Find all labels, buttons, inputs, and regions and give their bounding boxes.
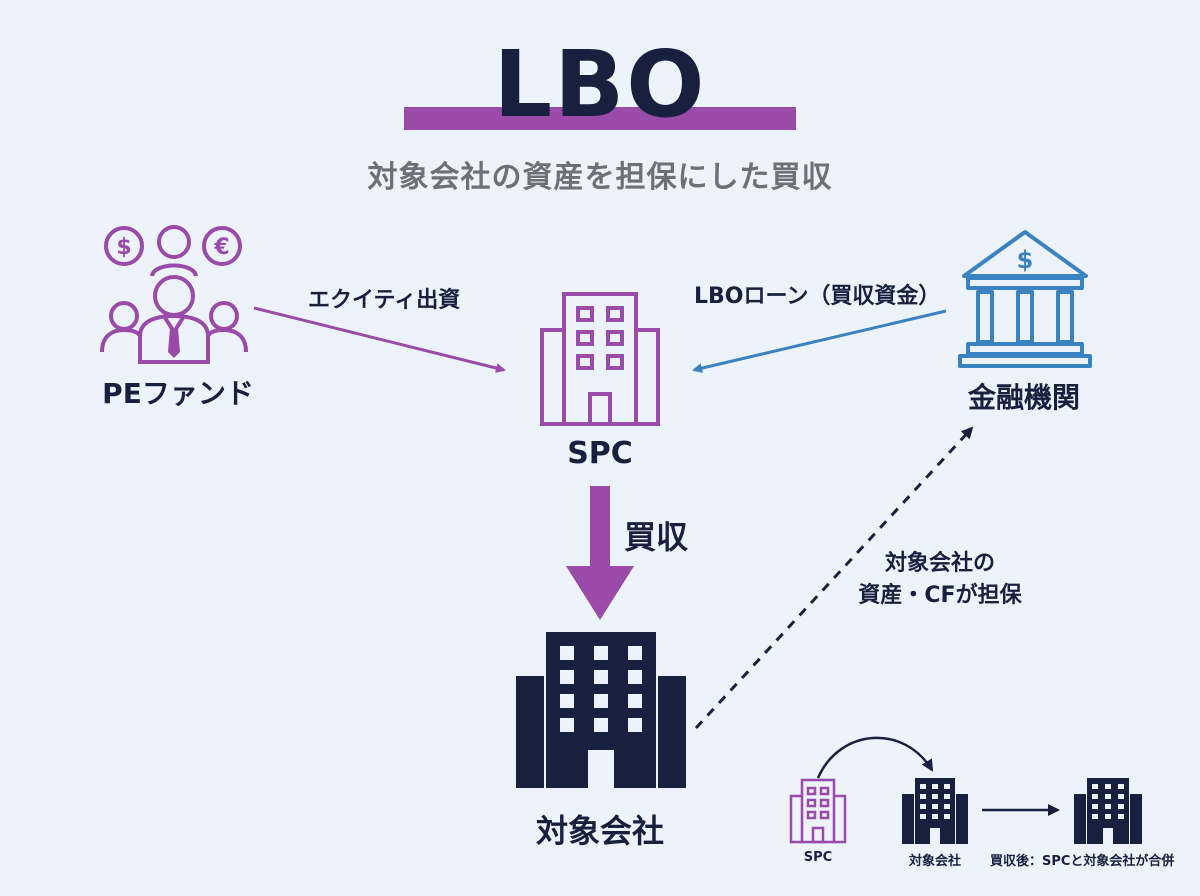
mini-target-icon (902, 778, 968, 844)
svg-text:$: $ (116, 235, 131, 260)
spc-label: SPC (567, 436, 633, 471)
pe-fund-label: PEファンド (102, 377, 254, 410)
svg-text:€: € (213, 235, 229, 260)
mini-merged-icon (1074, 778, 1142, 844)
target-label: 対象会社 (535, 812, 664, 850)
equity-label: エクイティ出資 (308, 288, 461, 313)
equity-arrow (253, 306, 506, 373)
mini-spc-icon (789, 778, 847, 844)
acquire-arrow (566, 486, 634, 620)
loan-arrow (692, 309, 947, 374)
mini-after-label: 買収後：SPCと対象会社が合併 (990, 854, 1175, 869)
mini-spc-label: SPC (803, 850, 833, 865)
target-building-icon (516, 632, 686, 788)
collateral-label-line1: 対象会社の (884, 551, 995, 576)
bank-icon: $ (958, 230, 1092, 368)
acquire-label: 買収 (624, 518, 689, 556)
collateral-label: 対象会社の 資産・CFが担保 (840, 548, 1040, 612)
title-underline-bar (404, 107, 796, 130)
bank-label: 金融機関 (967, 381, 1080, 414)
page-subtitle: 対象会社の資産を担保にした買収 (367, 160, 833, 195)
loan-label: LBOローン（買収資金） (694, 284, 941, 309)
mini-curved-arrow (816, 736, 934, 779)
page-title: LBO (493, 31, 707, 138)
collateral-label-line2: 資産・CFが担保 (858, 583, 1022, 608)
spc-building-icon (540, 292, 660, 426)
svg-text:$: $ (1017, 246, 1034, 274)
mini-target-label: 対象会社 (908, 854, 961, 869)
pe-fund-icon: $ € (100, 225, 248, 364)
